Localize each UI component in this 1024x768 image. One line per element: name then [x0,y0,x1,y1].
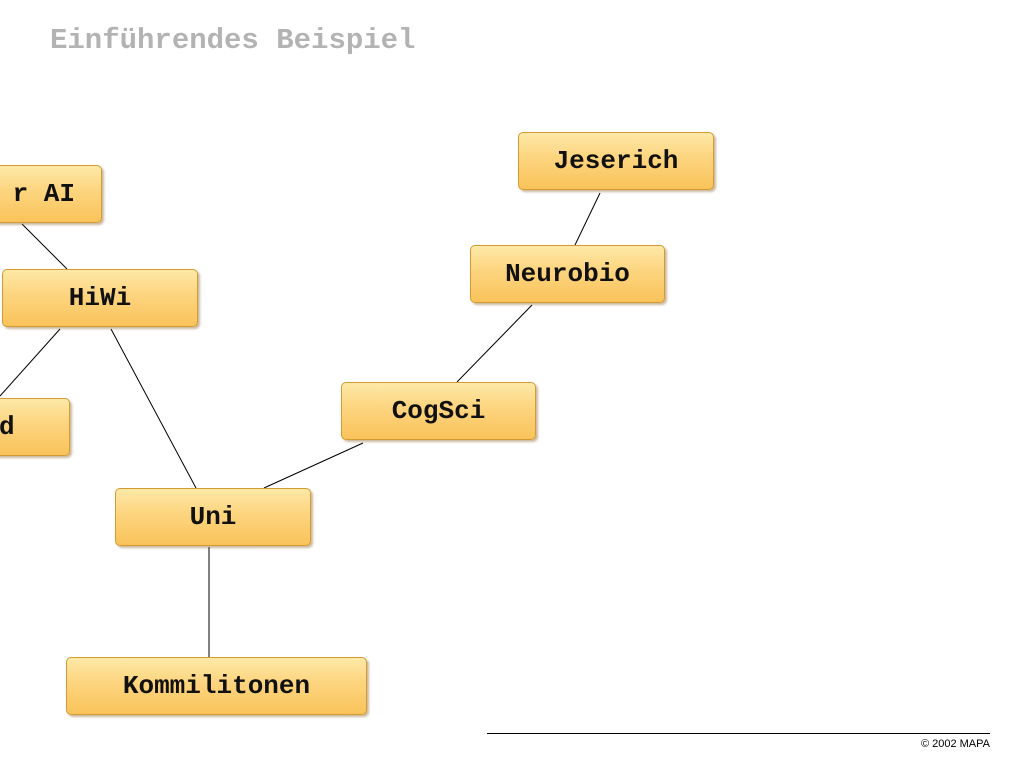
edge-jeserich-neurobio [574,192,601,246]
node-ai: r AI [0,165,102,223]
node-uni: Uni [115,488,311,546]
node-cogsci: CogSci [341,382,536,440]
node-left-cut: d [0,398,70,456]
node-neurobio: Neurobio [470,245,665,303]
slide-title: Einführendes Beispiel [50,24,416,57]
footer-copyright: © 2002 MAPA [920,738,990,750]
node-jeserich: Jeserich [518,132,714,190]
edge-hiwi-ai [21,223,68,270]
edge-neurobio-cogsci [456,304,533,383]
node-kommilitonen: Kommilitonen [66,657,367,715]
footer-divider [487,733,990,734]
node-hiwi: HiWi [2,269,198,327]
edge-hiwi-leftcut [0,328,61,397]
edge-cogsci-uni [263,442,364,489]
edge-uni-hiwi [110,328,197,489]
